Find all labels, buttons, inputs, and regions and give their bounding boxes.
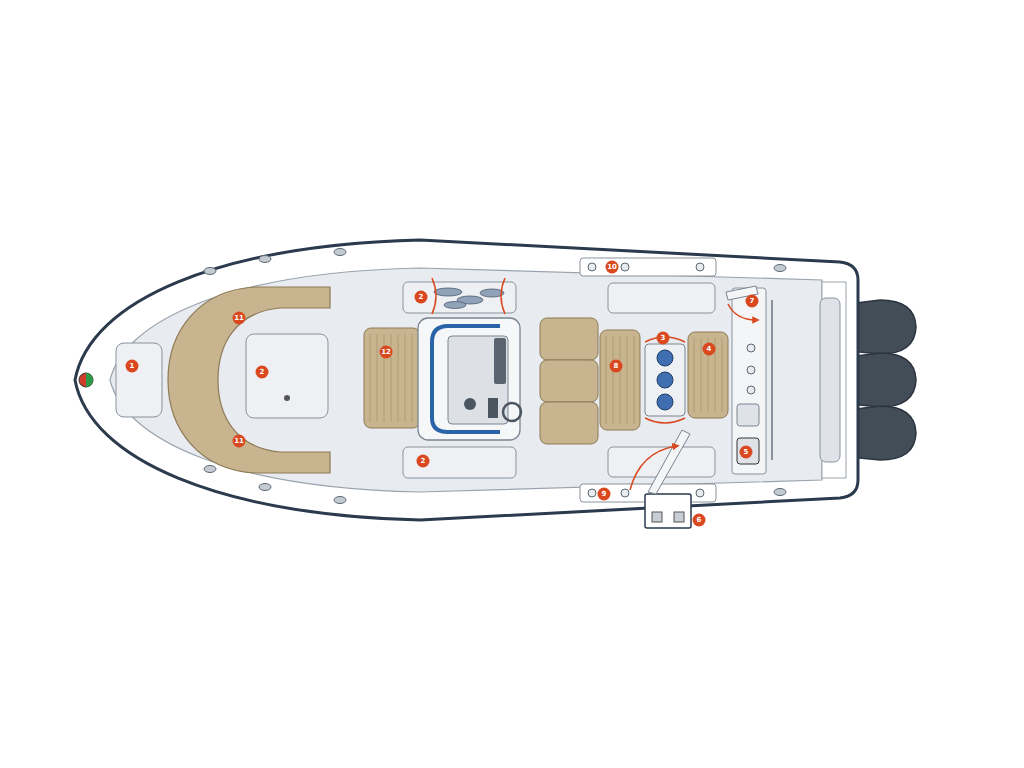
dive-door [645, 494, 691, 528]
rod-holder [774, 265, 786, 272]
cushion-seam [405, 334, 406, 422]
leaning-post-seat [540, 360, 598, 402]
bow-storage-hatch [246, 334, 328, 418]
callout-number: 7 [746, 295, 759, 308]
deck-fittings [204, 249, 786, 504]
cup-holder [747, 386, 755, 394]
bow-seating [168, 287, 330, 473]
cup-holder [747, 366, 755, 374]
callout-number: 6 [693, 514, 706, 527]
cushion-seam [701, 338, 702, 412]
cushion-seam [613, 336, 614, 424]
nav-light-red [79, 373, 93, 387]
cup-holder [696, 489, 704, 497]
callout-number: 12 [380, 346, 393, 359]
callout-number: 9 [598, 488, 611, 501]
side-locker [403, 447, 516, 478]
lid-arc [645, 418, 685, 423]
callout-number: 1 [126, 360, 139, 373]
cup-holder [588, 489, 596, 497]
open-lid-arc [501, 278, 505, 314]
helm-dash [448, 336, 508, 424]
leaning-post-backrest [600, 330, 640, 430]
deck [110, 268, 822, 492]
callout-number: 10 [606, 261, 619, 274]
leaning-post-seat [540, 402, 598, 444]
tackle-tray [657, 372, 673, 388]
fish [444, 302, 466, 309]
fish-in-box [434, 288, 504, 309]
callout-number: 4 [703, 343, 716, 356]
console-seat [364, 328, 420, 428]
tackle-tray [657, 350, 673, 366]
callout-number: 2 [417, 455, 430, 468]
baitwell [737, 438, 759, 464]
throttle [464, 398, 476, 410]
cushion-seam [412, 334, 413, 422]
callout-number: 2 [256, 366, 269, 379]
callout-number: 11 [233, 435, 246, 448]
side-locker [608, 283, 715, 313]
callout-number: 3 [657, 332, 670, 345]
rod-holder [334, 249, 346, 256]
gauge-panel [494, 338, 506, 384]
anchor-locker [116, 343, 162, 417]
cup-holder [696, 263, 704, 271]
rod-rack [580, 258, 716, 276]
callout-number: 5 [740, 446, 753, 459]
display [488, 398, 498, 418]
open-lid-arc [432, 278, 436, 314]
callout-number: 8 [610, 360, 623, 373]
rod-holder [204, 466, 216, 473]
door-hinge [674, 512, 684, 522]
callout-number: 2 [415, 291, 428, 304]
cushion-seam [606, 336, 607, 424]
cup-holder [621, 489, 629, 497]
cushion-seam [627, 336, 628, 424]
transom-rail [771, 300, 773, 460]
rod-holder [334, 497, 346, 504]
transom-station [732, 288, 766, 474]
door-panel [648, 430, 690, 494]
hatch-latch [284, 395, 290, 401]
door-swing-arrow [630, 446, 676, 490]
cushion-seam [620, 336, 621, 424]
cup-holder [621, 263, 629, 271]
cushion-seam [722, 338, 723, 412]
helm-wheel [503, 403, 521, 421]
callout-number: 11 [233, 312, 246, 325]
sink [737, 404, 759, 426]
door-hinge [652, 512, 662, 522]
cushion-seam [370, 334, 371, 422]
rod-holder [259, 484, 271, 491]
rod-holder [259, 256, 271, 263]
rod-holder [204, 268, 216, 275]
fish-box [403, 282, 516, 313]
cup-holder [747, 344, 755, 352]
engine-bracket [820, 298, 840, 462]
nav-light-green [86, 373, 93, 387]
leaning-post-seat [540, 318, 598, 360]
rod-holder [774, 489, 786, 496]
cushion-seam [398, 334, 399, 422]
cushion-seam [694, 338, 695, 412]
tackle-tray [657, 394, 673, 410]
cushion-seam [377, 334, 378, 422]
livewell [645, 344, 685, 416]
console [418, 318, 520, 440]
fish [434, 288, 462, 296]
hull-outline [75, 240, 858, 520]
cup-holder [588, 263, 596, 271]
cushion-seam [634, 336, 635, 424]
aft-seat [688, 332, 728, 418]
